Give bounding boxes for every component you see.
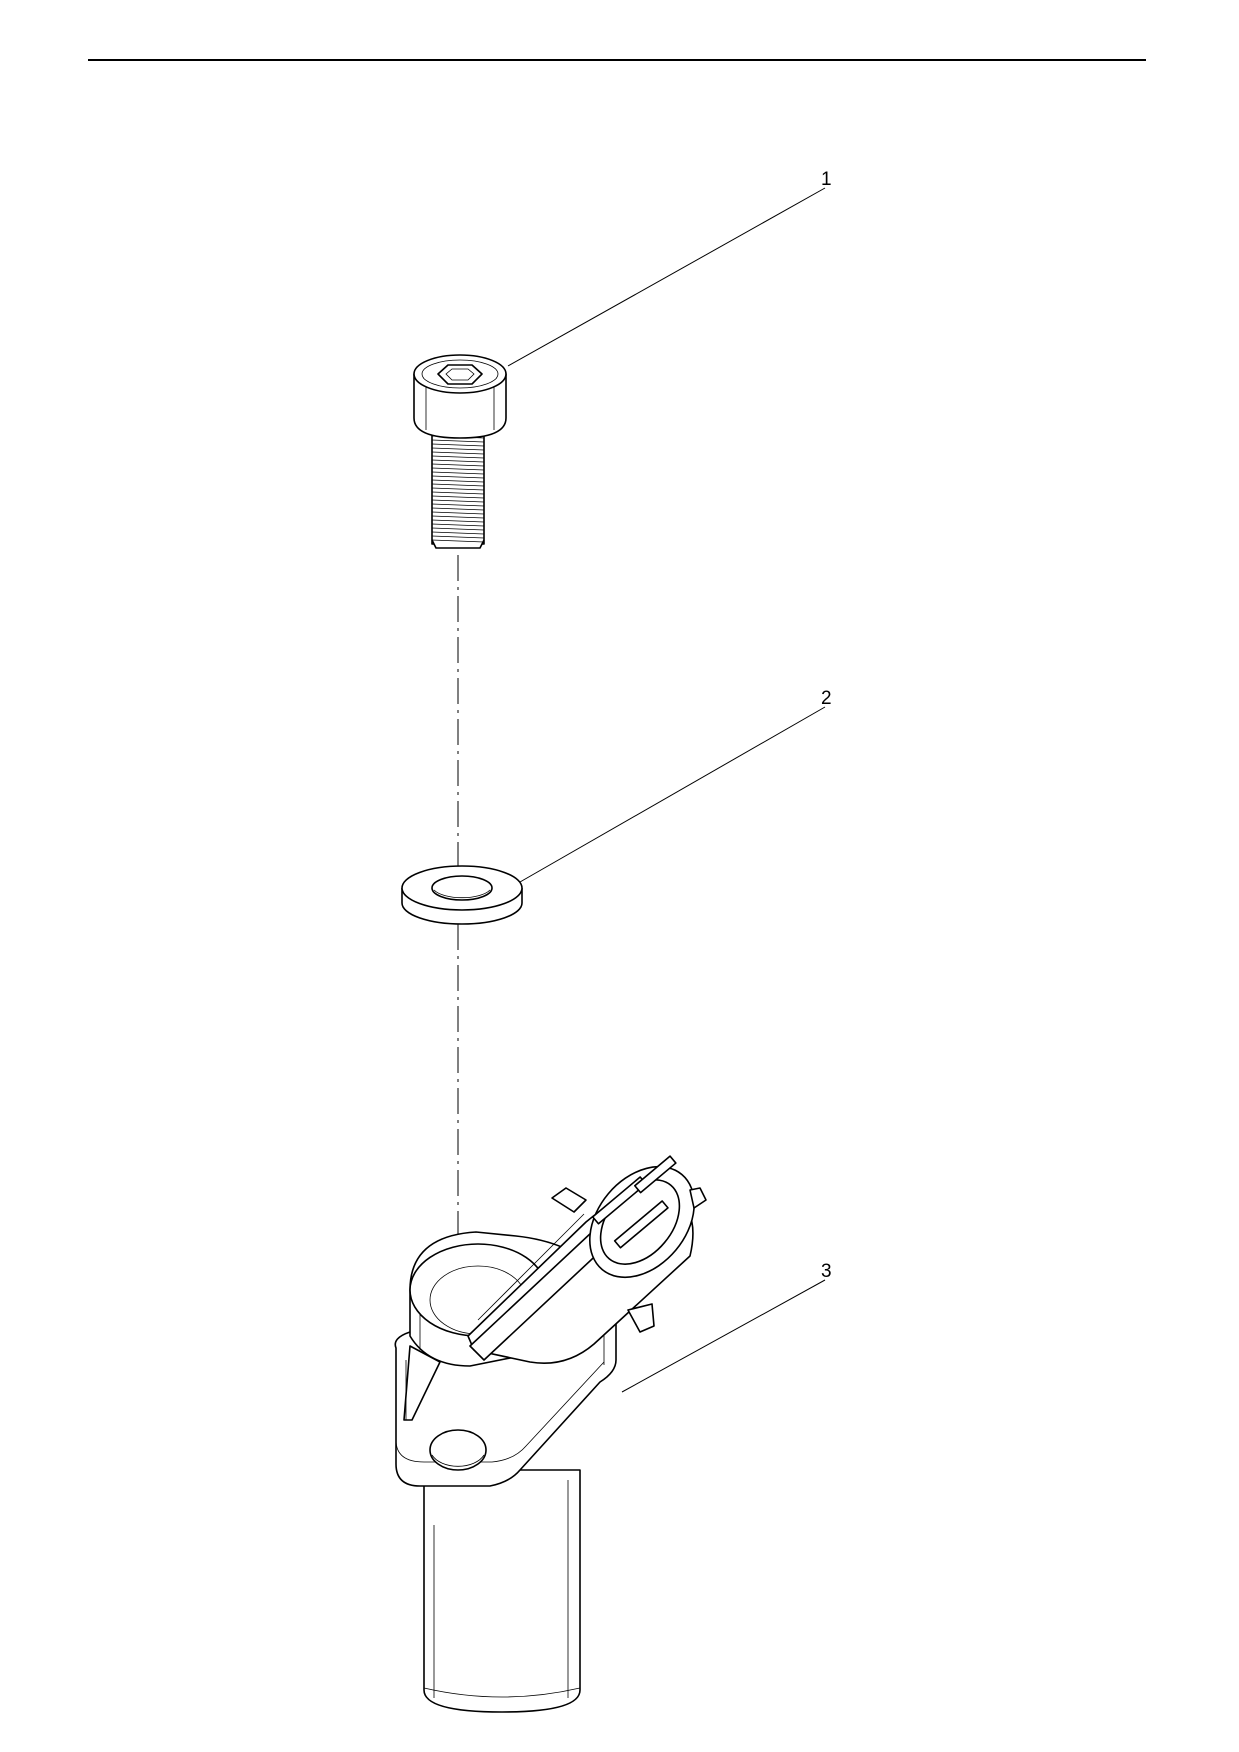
locating-tab — [403, 1345, 441, 1421]
thread-line — [431, 503, 485, 507]
callout-1: 1 — [507, 169, 832, 367]
thread-line — [431, 463, 485, 467]
screw — [413, 354, 507, 549]
thread-line — [431, 455, 485, 459]
thread-line — [431, 451, 485, 455]
callout-3-label: 3 — [821, 1261, 832, 1282]
thread-line — [431, 443, 485, 447]
thread-line — [431, 531, 485, 535]
washer — [401, 865, 523, 925]
thread-line — [431, 535, 485, 539]
screw-head — [413, 354, 507, 439]
thread-line — [431, 539, 485, 543]
thread-line — [431, 447, 485, 451]
thread-line — [431, 439, 485, 443]
thread-line — [431, 519, 485, 523]
thread-line — [431, 471, 485, 475]
thread-line — [431, 523, 485, 527]
callout-3: 3 — [621, 1261, 832, 1393]
screw-shank — [431, 429, 485, 549]
thread-line — [431, 507, 485, 511]
thread-line — [431, 467, 485, 471]
sensor — [394, 1155, 707, 1713]
thread-line — [431, 487, 485, 491]
thread-line — [431, 483, 485, 487]
thread-line — [431, 479, 485, 483]
thread-line — [431, 511, 485, 515]
thread-line — [431, 499, 485, 503]
thread-line — [431, 527, 485, 531]
hex-socket — [437, 364, 483, 385]
callout-2-label: 2 — [821, 688, 832, 709]
thread-line — [431, 475, 485, 479]
thread-line — [431, 515, 485, 519]
thread-line — [431, 459, 485, 463]
mounting-hole — [429, 1429, 487, 1471]
sensor-connector — [467, 1155, 707, 1364]
thread-line — [431, 491, 485, 495]
callout-2: 2 — [519, 688, 832, 883]
sensor-body — [423, 1469, 581, 1713]
thread-line — [431, 495, 485, 499]
callout-1-label: 1 — [821, 169, 832, 190]
